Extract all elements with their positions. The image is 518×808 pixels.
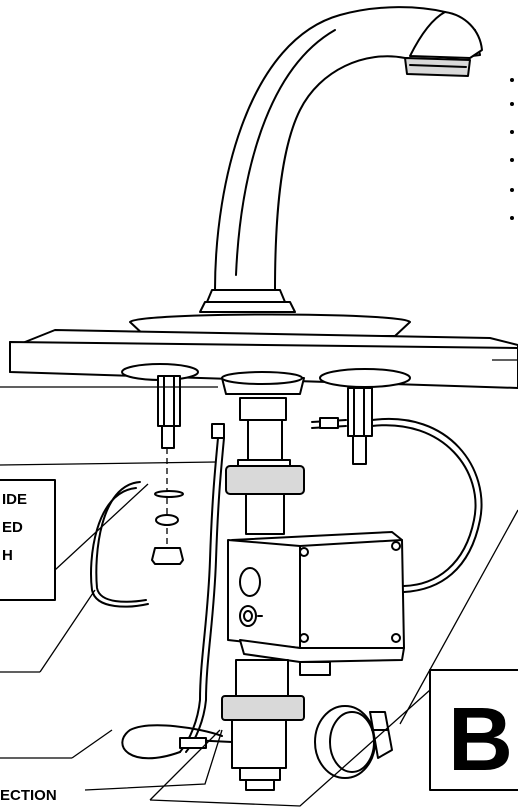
control-box: [227, 531, 405, 676]
section-letter-b: B: [448, 690, 513, 790]
center-shank: [221, 371, 305, 535]
box-port-upper: [239, 567, 261, 597]
mounting-stud-left: [151, 375, 184, 565]
wire-connector-top: [211, 423, 225, 439]
wire-harness: [90, 417, 483, 760]
wire-connector-bottom: [179, 737, 207, 749]
hose-filter: [314, 705, 393, 779]
deck-plate: [9, 313, 518, 389]
lower-valve: [221, 659, 305, 791]
mount-hole-right: [319, 368, 411, 388]
callout-box-left: IDE ED H: [0, 479, 56, 601]
right-edge-marks: [510, 78, 514, 220]
callout-text-ection: ECTION: [0, 787, 57, 804]
faucet-spout: [199, 6, 483, 313]
mounting-nut: [151, 547, 184, 565]
section-b-box: B: [429, 669, 518, 791]
callout-text-h: H: [2, 547, 13, 564]
shank-collar: [225, 465, 305, 495]
washer-bottom: [155, 514, 179, 526]
box-port-lower: [239, 605, 257, 627]
mounting-stud-right: [347, 387, 373, 465]
shank-nut: [239, 397, 287, 421]
valve-coupling: [221, 695, 305, 721]
callout-text-ide: IDE: [2, 491, 27, 508]
aerator-ring: [404, 57, 471, 77]
callout-text-ed: ED: [2, 519, 23, 536]
washer-top: [154, 490, 184, 498]
spout-tip: [409, 11, 483, 59]
leader-lines: [0, 359, 518, 807]
